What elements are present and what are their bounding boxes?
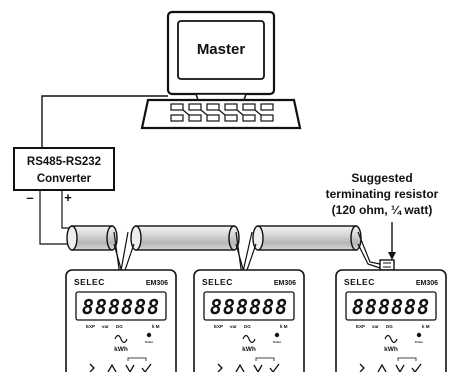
- meter-indicator-exp: EXP: [214, 324, 223, 329]
- enter-check-button[interactable]: [141, 363, 152, 372]
- meter-indicator-var: var: [102, 324, 109, 329]
- converter-box: RS485-RS232 Converter: [13, 147, 115, 191]
- meter-model: EM306: [274, 280, 296, 287]
- resistor-arrow: [388, 222, 396, 260]
- pulse-led-label: Pulse: [145, 340, 153, 344]
- meter-brand: SELEC: [74, 277, 105, 287]
- up-arrow-button[interactable]: [107, 363, 117, 372]
- meter-unit: kWh: [242, 346, 256, 353]
- right-arrow-button[interactable]: [217, 363, 223, 372]
- bracket-icon: [255, 357, 275, 361]
- meter-indicator-exp: EXP: [86, 324, 95, 329]
- meter-model: EM306: [416, 280, 438, 287]
- meter-display-digits: 888888: [82, 295, 160, 319]
- master-computer: Master: [140, 10, 302, 130]
- meter-indicator-km: k M: [422, 324, 430, 329]
- right-arrow-button[interactable]: [359, 363, 365, 372]
- meter-model: EM306: [146, 280, 168, 287]
- meter-indicator-var: var: [230, 324, 237, 329]
- plus-terminal-label: +: [64, 190, 72, 205]
- converter-line2: Converter: [37, 173, 92, 185]
- minus-terminal-label: –: [26, 190, 33, 205]
- cable-segment-2: [130, 225, 240, 251]
- pulse-led-icon: [274, 332, 280, 338]
- meter-indicator-km: k M: [152, 324, 160, 329]
- up-arrow-button[interactable]: [235, 363, 245, 372]
- terminating-resistor: [379, 259, 395, 271]
- pulse-led-icon: [416, 332, 422, 338]
- meter-display-digits: 888888: [352, 295, 430, 319]
- master-cable: [41, 95, 168, 148]
- meter-indicator-dg: DG: [244, 324, 251, 329]
- meter-display: [75, 291, 167, 321]
- sine-wave-icon: [384, 334, 398, 344]
- converter-line1: RS485-RS232: [27, 156, 101, 168]
- meter-unit: kWh: [114, 346, 128, 353]
- meter-indicator-var: var: [372, 324, 379, 329]
- meter-display: [345, 291, 437, 321]
- down-arrow-button[interactable]: [395, 364, 405, 372]
- meter-indicator-km: k M: [280, 324, 288, 329]
- meter-brand: SELEC: [344, 277, 375, 287]
- right-arrow-button[interactable]: [89, 363, 95, 372]
- meter-brand: SELEC: [202, 277, 233, 287]
- enter-check-button[interactable]: [411, 363, 422, 372]
- meter-indicator-dg: DG: [116, 324, 123, 329]
- bracket-icon: [127, 357, 147, 361]
- pulse-led-icon: [146, 332, 152, 338]
- resistor-note-line1: Suggested: [351, 171, 412, 185]
- meter-indicator-exp: EXP: [356, 324, 365, 329]
- resistor-note-line2: terminating resistor: [326, 187, 439, 201]
- bracket-icon: [397, 357, 417, 361]
- pulse-led-label: Pulse: [415, 340, 423, 344]
- sine-wave-icon: [242, 334, 256, 344]
- meter-indicator-dg: DG: [386, 324, 393, 329]
- enter-check-button[interactable]: [269, 363, 280, 372]
- meter-display-digits: 888888: [210, 295, 288, 319]
- down-arrow-button[interactable]: [125, 364, 135, 372]
- pulse-led-label: Pulse: [273, 340, 281, 344]
- cable-segment-1: [66, 225, 118, 251]
- down-arrow-button[interactable]: [253, 364, 263, 372]
- master-label: Master: [197, 41, 246, 58]
- up-arrow-button[interactable]: [377, 363, 387, 372]
- cable-segment-3: [252, 225, 362, 251]
- meter-unit: kWh: [384, 346, 398, 353]
- meter-display: [203, 291, 295, 321]
- resistor-note-line3: (120 ohm, ¼ watt): [332, 203, 433, 217]
- sine-wave-icon: [114, 334, 128, 344]
